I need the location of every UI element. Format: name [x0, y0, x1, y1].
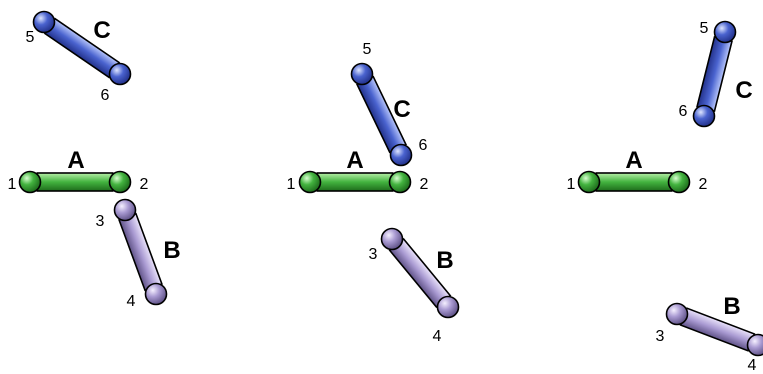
segment-c: C 5 6: [26, 10, 132, 104]
endpoint-5-label: 5: [363, 41, 372, 58]
segment-b-rod: [679, 307, 756, 352]
segment-a-rod: [595, 172, 673, 192]
segment-c-rod: [696, 35, 733, 113]
endpoint-3-label: 3: [96, 213, 105, 230]
segment-a-rod: [36, 172, 114, 192]
endpoint-4-label: 4: [433, 328, 442, 345]
endpoint-6-label: 6: [101, 87, 110, 104]
segment-a: A 1 2: [287, 147, 429, 194]
segment-b-label: B: [436, 247, 453, 274]
endpoint-6-label: 6: [679, 103, 688, 120]
segment-a-label: A: [625, 147, 642, 174]
endpoint-4-ball: [144, 282, 168, 306]
endpoint-1-ball: [577, 170, 601, 194]
endpoint-3-ball: [380, 227, 404, 251]
endpoint-3-ball: [113, 198, 137, 222]
panel-1: A 1 2B 3 4 C 5 6: [8, 10, 181, 310]
endpoint-1-ball: [298, 170, 322, 194]
endpoint-1-ball: [18, 170, 42, 194]
endpoint-1-label: 1: [8, 176, 17, 193]
segment-a-label: A: [346, 147, 363, 174]
endpoint-5-ball: [713, 20, 737, 44]
endpoint-6-ball: [389, 143, 413, 167]
segments-layer: A 1 2B 3 4 C 5 6A 1 2B 3 4 C 5 6A 1 2B 3 4 C 5 6: [8, 10, 763, 374]
endpoint-5-ball: [350, 62, 374, 86]
endpoint-5-label: 5: [26, 29, 35, 46]
panel-2: A 1 2B 3 4 C 5 6: [287, 41, 460, 345]
endpoint-5-ball: [32, 10, 56, 34]
segment-a-rod: [316, 172, 394, 192]
endpoint-3-label: 3: [369, 246, 378, 263]
segment-b: B 3 4: [96, 198, 181, 310]
endpoint-1-label: 1: [287, 176, 296, 193]
segment-c: C 5 6: [350, 41, 428, 167]
endpoint-2-ball: [108, 170, 132, 194]
endpoint-2-label: 2: [420, 176, 429, 193]
endpoint-1-label: 1: [567, 176, 576, 193]
segment-a-label: A: [67, 147, 84, 174]
endpoint-6-ball: [108, 62, 132, 86]
segment-a: A 1 2: [567, 147, 708, 194]
endpoint-4-label: 4: [127, 293, 136, 310]
segment-c-label: C: [393, 96, 410, 123]
segment-c-label: C: [93, 17, 110, 44]
endpoint-2-label: 2: [699, 176, 708, 193]
segment-c-label: C: [735, 77, 752, 104]
endpoint-4-ball: [436, 295, 460, 319]
segment-b-label: B: [163, 237, 180, 264]
segment-c: C 5 6: [679, 20, 753, 128]
endpoint-2-label: 2: [140, 176, 149, 193]
segment-a: A 1 2: [8, 147, 149, 194]
segment-b: B 3 4: [369, 227, 460, 345]
segment-b-rod: [118, 212, 163, 292]
segment-b: B 3 4: [656, 293, 763, 374]
panel-3: A 1 2B 3 4 C 5 6: [567, 20, 763, 374]
endpoint-6-label: 6: [419, 137, 428, 154]
endpoint-4-label: 4: [748, 357, 757, 374]
endpoint-3-label: 3: [656, 328, 665, 345]
endpoint-3-ball: [665, 302, 689, 326]
endpoint-2-ball: [667, 170, 691, 194]
endpoint-5-label: 5: [700, 20, 709, 37]
endpoint-2-ball: [388, 170, 412, 194]
endpoint-6-ball: [692, 104, 716, 128]
segment-b-label: B: [723, 293, 740, 320]
endpoint-4-ball: [746, 333, 763, 357]
